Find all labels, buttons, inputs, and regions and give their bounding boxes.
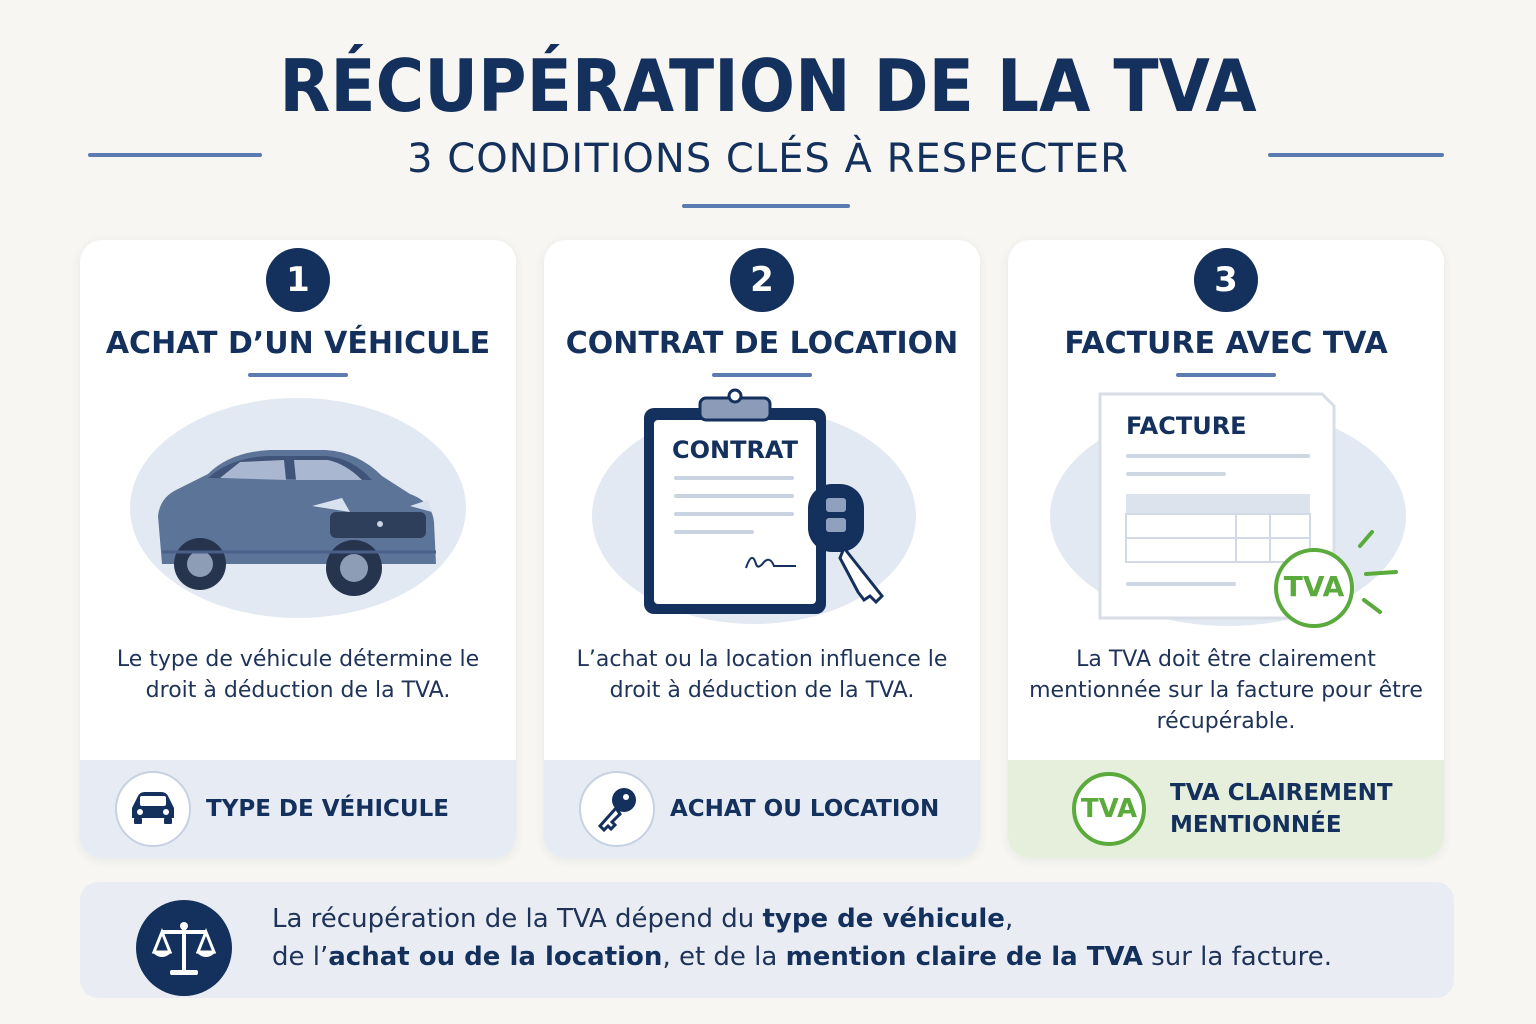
car-illustration: [130, 398, 466, 618]
condition-card-vehicle: 1 ACHAT D’UN VÉHICULE Le type de véhicul…: [80, 240, 516, 858]
condition-card-invoice: 3 FACTURE AVEC TVA FACTURE TVA La TVA do…: [1008, 240, 1444, 858]
summary-text-part: La récupération de la TVA dépend du: [272, 904, 763, 934]
scale-icon: [151, 922, 217, 975]
subtitle-underline: [682, 204, 850, 208]
contract-label: CONTRAT: [671, 436, 799, 464]
summary-text-part: ,: [1004, 904, 1014, 934]
step-number-badge: 3: [1194, 248, 1258, 312]
key-icon: [579, 771, 655, 847]
condition-card-rental: 2 CONTRAT DE LOCATION CONTRAT L’achat ou…: [544, 240, 980, 858]
card-title: ACHAT D’UN VÉHICULE: [105, 326, 491, 361]
card-title: CONTRAT DE LOCATION: [565, 326, 959, 361]
footer-label-line-2: MENTIONNÉE: [1170, 812, 1342, 838]
summary-highlight: type de véhicule: [762, 904, 1005, 934]
card-description: Le type de véhicule détermine le droit à…: [116, 647, 480, 703]
footer-label-line-1: TVA CLAIREMENT: [1170, 780, 1393, 806]
right-decorative-line: [1268, 153, 1444, 157]
card-title-underline: [1176, 373, 1276, 377]
card-footer: ACHAT OU LOCATION: [544, 760, 980, 858]
car-icon: [115, 771, 191, 847]
card-title: FACTURE AVEC TVA: [1064, 326, 1388, 361]
summary-banner: La récupération de la TVA dépend du type…: [80, 882, 1454, 998]
card-description: L’achat ou la location influence le droi…: [576, 647, 948, 703]
footer-label: TVA CLAIREMENT MENTIONNÉE: [1170, 760, 1393, 858]
tva-stamp-label: TVA: [1283, 570, 1345, 603]
summary-highlight: achat ou de la location: [328, 942, 663, 972]
summary-text-part: , et de la: [662, 942, 786, 972]
page-title: RÉCUPÉRATION DE LA TVA: [279, 44, 1257, 128]
step-number-badge: 1: [266, 248, 330, 312]
left-decorative-line: [88, 153, 262, 157]
summary-text-part: de l’: [272, 942, 329, 972]
tva-stamp-icon: [1072, 772, 1146, 846]
contract-illustration: [592, 388, 916, 624]
step-number-badge: 2: [730, 248, 794, 312]
card-description: La TVA doit être clairement mentionnée s…: [1029, 647, 1423, 734]
page-subtitle: 3 CONDITIONS CLÉS À RESPECTER: [407, 136, 1129, 182]
footer-label: TYPE DE VÉHICULE: [206, 796, 449, 822]
card-footer: TVA TVA CLAIREMENT MENTIONNÉE: [1008, 760, 1444, 858]
card-title-underline: [712, 373, 812, 377]
summary-text-part: sur la facture.: [1142, 942, 1333, 972]
card-title-underline: [248, 373, 348, 377]
footer-label: ACHAT OU LOCATION: [670, 796, 940, 822]
invoice-label: FACTURE: [1126, 412, 1247, 440]
summary-highlight: mention claire de la TVA: [785, 942, 1143, 972]
scale-icon-badge: [136, 900, 232, 996]
card-footer: TYPE DE VÉHICULE: [80, 760, 516, 858]
summary-text: La récupération de la TVA dépend du type…: [272, 900, 1432, 976]
invoice-illustration: [1050, 392, 1406, 628]
footer-tva-badge: TVA: [1080, 794, 1138, 824]
